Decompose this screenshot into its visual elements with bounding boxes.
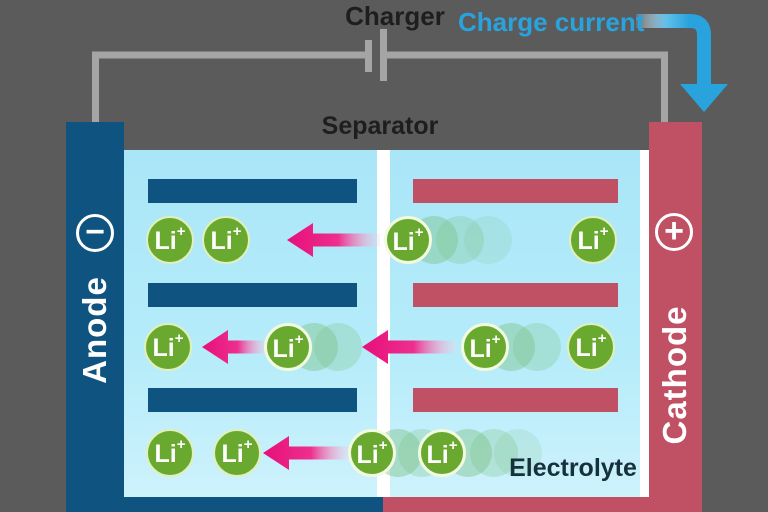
- li-ion-symbol: Li: [577, 227, 600, 255]
- li-ion-symbol: Li: [469, 335, 492, 363]
- electrolyte-label: Electrolyte: [509, 454, 637, 482]
- li-ion-charge: +: [378, 437, 388, 454]
- li-ion-symbol: Li: [154, 440, 177, 468]
- li-ion-symbol: Li: [221, 440, 244, 468]
- li-ion: Li+: [384, 216, 432, 264]
- li-ion-symbol: Li: [356, 441, 379, 469]
- li-ion: Li+: [146, 429, 194, 477]
- li-ion-ghost: [314, 323, 362, 371]
- li-ion-ghost: [464, 216, 512, 264]
- li-ion-charge: +: [597, 330, 607, 347]
- li-ion-symbol: Li: [392, 228, 415, 256]
- ion-flow-arrow: [202, 330, 267, 364]
- li-ion: Li+: [264, 323, 312, 371]
- anode-minus-icon: −: [76, 214, 114, 252]
- cathode-plus-icon: +: [655, 213, 693, 251]
- li-ion: Li+: [213, 429, 261, 477]
- li-ion-charge: +: [176, 223, 186, 240]
- anode-label: Anode: [76, 276, 113, 384]
- anode-electrode: [66, 122, 124, 512]
- electrode-bar-anode: [148, 388, 357, 412]
- ion-flow-arrow: [287, 223, 380, 257]
- ion-flow-arrow: [263, 436, 350, 470]
- li-ion-symbol: Li: [152, 334, 175, 362]
- cathode-label: Cathode: [656, 305, 693, 445]
- li-ion-charge: +: [176, 436, 186, 453]
- li-ion-charge: +: [599, 223, 609, 240]
- li-ion: Li+: [348, 429, 396, 477]
- li-ion: Li+: [418, 429, 466, 477]
- charger-label: Charger: [345, 1, 445, 31]
- li-ion: Li+: [461, 323, 509, 371]
- li-ion-symbol: Li: [575, 334, 598, 362]
- li-ion-ghost: [513, 323, 561, 371]
- li-ion-ghost: [494, 429, 542, 477]
- anode-bottom-strip: [66, 497, 383, 512]
- li-ion: Li+: [202, 216, 250, 264]
- electrode-bar-cathode: [413, 388, 618, 412]
- li-ion-symbol: Li: [426, 441, 449, 469]
- li-ion-ghost: [470, 429, 518, 477]
- li-ion-charge: +: [491, 331, 501, 348]
- li-ion: Li+: [567, 323, 615, 371]
- electrode-bar-cathode: [413, 283, 618, 307]
- li-ion-symbol: Li: [154, 227, 177, 255]
- ion-flow-arrow: [362, 330, 456, 364]
- electrode-bar-cathode: [413, 179, 618, 203]
- li-ion-charge: +: [448, 437, 458, 454]
- cathode-electrode: [649, 122, 702, 512]
- li-ion-ghost: [436, 216, 484, 264]
- li-ion-charge: +: [243, 436, 253, 453]
- separator-label: Separator: [321, 112, 439, 140]
- li-ion-charge: +: [294, 331, 304, 348]
- li-ion-charge: +: [232, 223, 242, 240]
- electrolyte-right-edge: [640, 150, 649, 497]
- electrode-bar-anode: [148, 283, 357, 307]
- cathode-bottom-strip: [383, 497, 702, 512]
- li-ion-charge: +: [414, 224, 424, 241]
- charge-current-label: Charge current: [458, 7, 645, 37]
- li-ion: Li+: [146, 216, 194, 264]
- electrode-bar-anode: [148, 179, 357, 203]
- li-ion-charge: +: [174, 330, 184, 347]
- li-ion: Li+: [144, 323, 192, 371]
- li-ion-symbol: Li: [272, 335, 295, 363]
- li-ion-symbol: Li: [210, 227, 233, 255]
- li-ion: Li+: [569, 216, 617, 264]
